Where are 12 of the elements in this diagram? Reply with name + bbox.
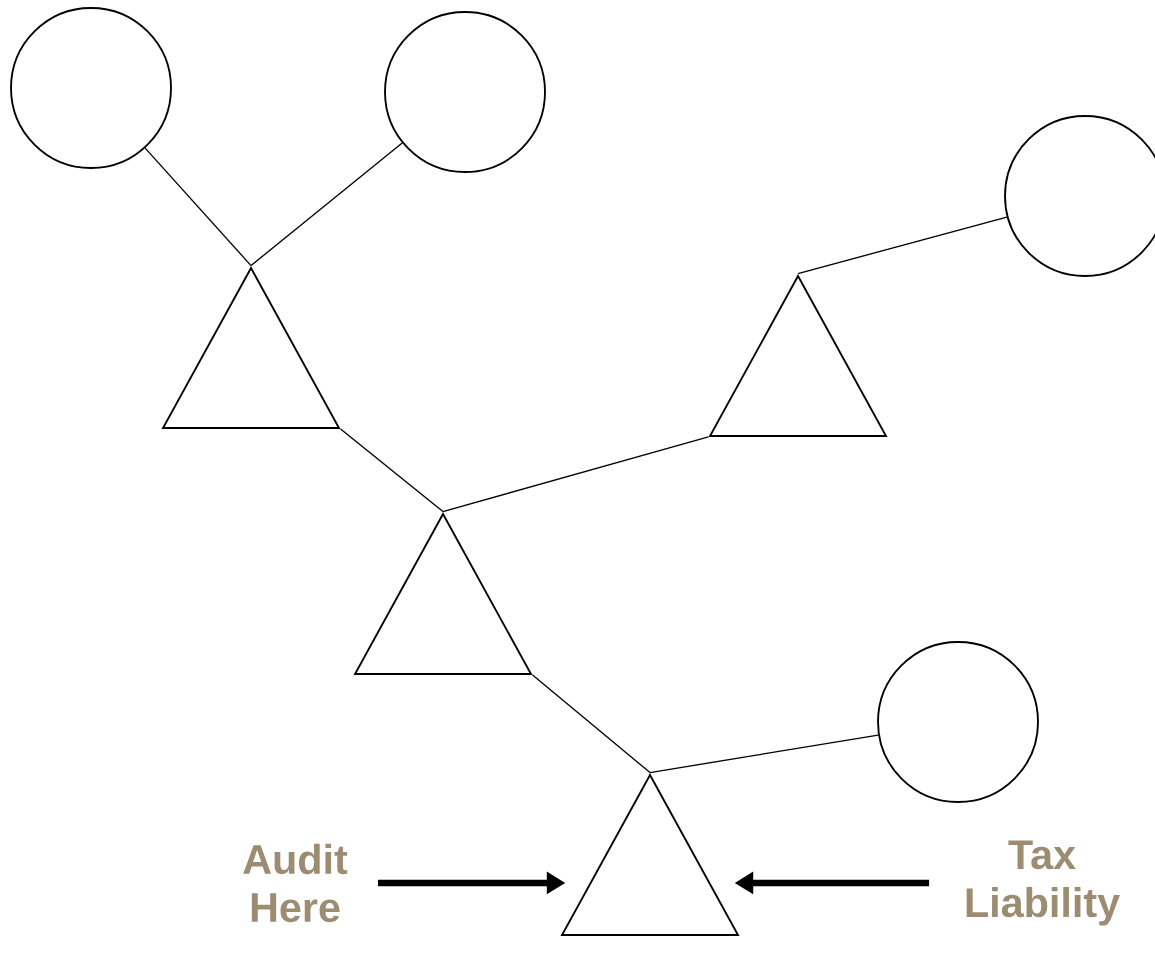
connector-line bbox=[797, 216, 1008, 275]
label-text: Audit Here bbox=[243, 843, 348, 923]
circle-node bbox=[877, 641, 1039, 803]
circle-node bbox=[384, 11, 546, 173]
connector-line bbox=[250, 142, 403, 267]
connector-line bbox=[442, 436, 710, 513]
connector-line bbox=[649, 734, 879, 774]
connector-line bbox=[339, 428, 444, 513]
connector-line bbox=[144, 147, 252, 267]
label-text: Tax Liability bbox=[966, 840, 1120, 926]
circle-node bbox=[10, 7, 172, 169]
connector-line bbox=[531, 674, 651, 774]
